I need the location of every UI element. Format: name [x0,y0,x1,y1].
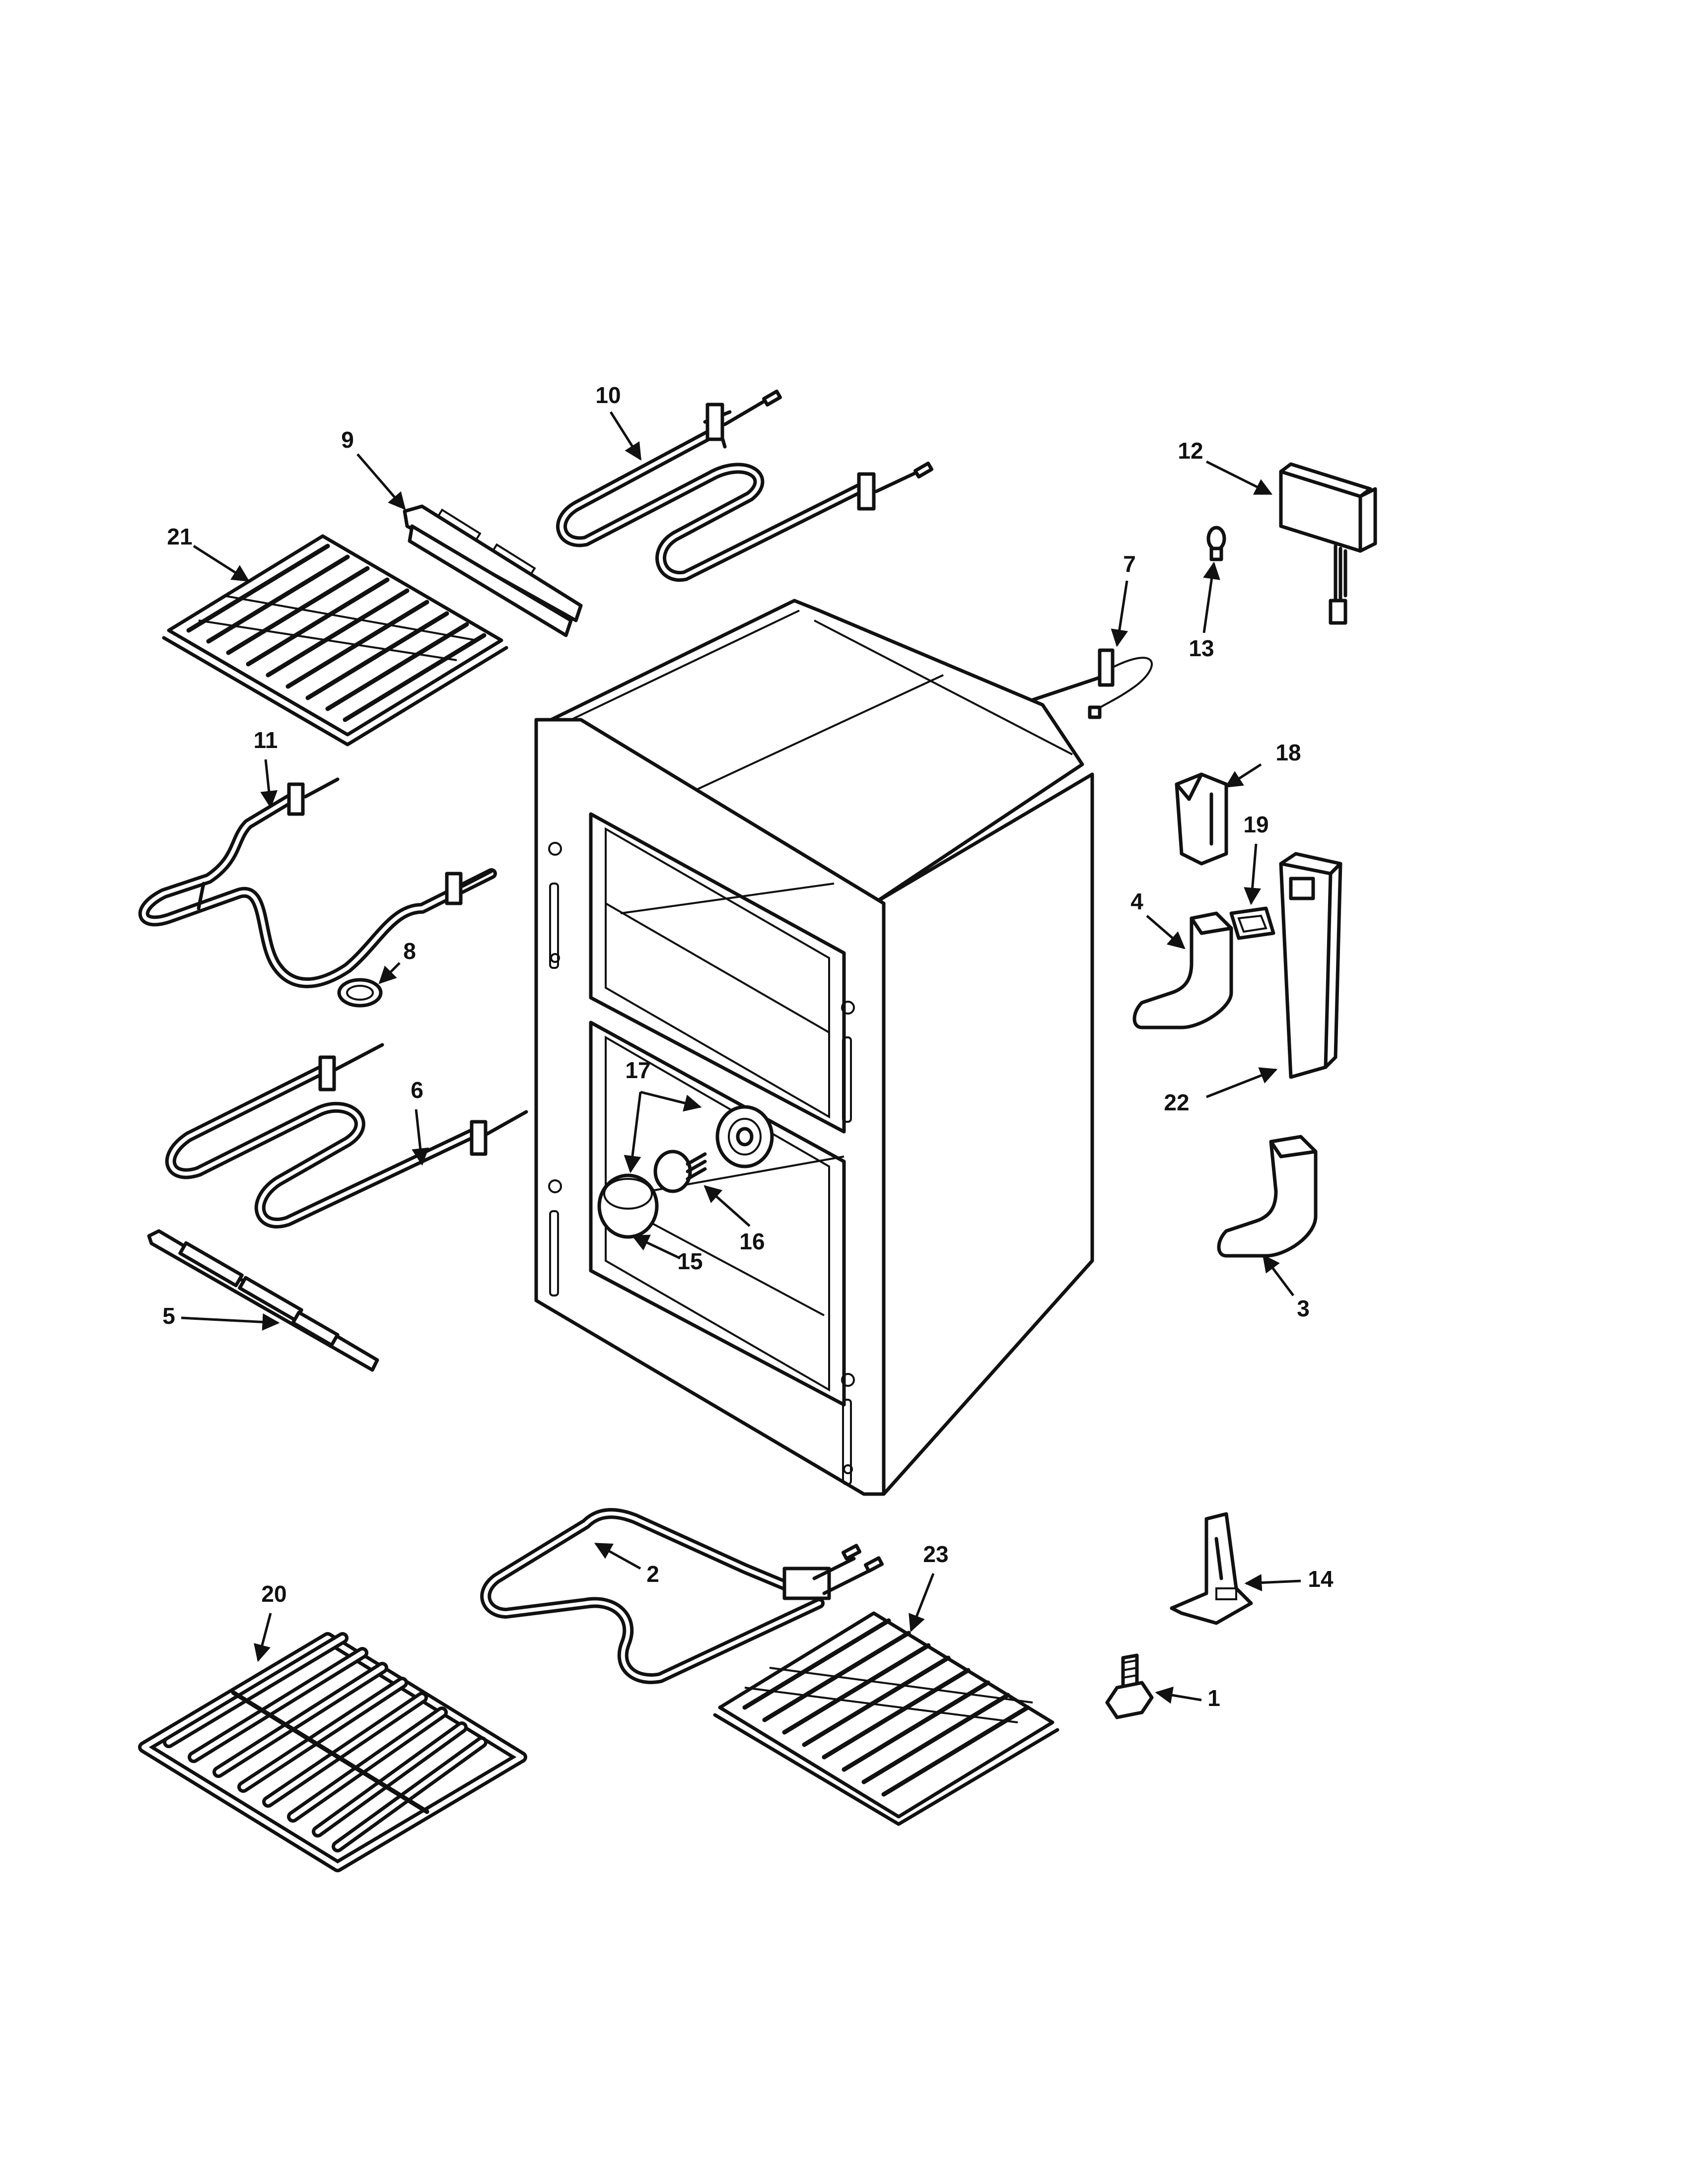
oven-cavity [534,599,1094,1496]
callout-8: 8 [403,938,416,964]
element-grommet [337,978,383,1008]
oven-rack-lower [713,1611,1059,1826]
callout-23: 23 [923,1541,948,1567]
callout-2: 2 [646,1561,659,1587]
callout-21: 21 [167,524,192,549]
vent-elbow-upper [1132,911,1233,1029]
leveling-leg [1105,1653,1154,1719]
callout-12: 12 [1178,438,1203,464]
callout-20: 20 [261,1581,286,1607]
callout-9: 9 [341,427,354,453]
callout-1: 1 [1207,1685,1220,1711]
callout-6: 6 [411,1077,423,1103]
bake-element [138,777,497,988]
callout-17: 17 [625,1057,650,1083]
element-bracket-upper [403,504,583,637]
callout-14: 14 [1308,1566,1334,1592]
callout-19: 19 [1243,812,1268,837]
callout-16: 16 [739,1228,765,1254]
callout-4: 4 [1130,888,1143,914]
broil-element-lower [165,1043,528,1228]
callout-3: 3 [1297,1296,1310,1321]
vent-elbow-lower [1217,1135,1318,1258]
oven-light-assembly [597,1105,774,1239]
oven-rack-upper [162,534,508,747]
callout-5: 5 [162,1303,175,1329]
callout-13: 13 [1189,635,1214,661]
callout-22: 22 [1164,1090,1189,1115]
anti-tip-bracket [1170,1512,1253,1625]
callout-10: 10 [595,382,621,408]
oven-temp-sensor [1031,648,1153,719]
light-bulb-small [1206,526,1226,561]
broil-element-upper [556,389,933,582]
leader-lines [181,411,1301,1704]
element-bracket-lower [147,1229,379,1372]
light-switch [1279,462,1377,625]
callout-labels: 10 9 21 12 13 7 11 8 18 19 4 6 17 16 15 … [162,382,1334,1711]
latch-clip [1175,772,1228,866]
vent-grommet [1229,906,1275,940]
callout-15: 15 [677,1248,703,1274]
broiler-grid [138,1632,527,1872]
bake-element-bottom [480,1508,884,1684]
vent-duct [1279,852,1342,1079]
callout-7: 7 [1123,551,1136,577]
callout-11: 11 [254,727,278,753]
callout-18: 18 [1275,740,1301,765]
